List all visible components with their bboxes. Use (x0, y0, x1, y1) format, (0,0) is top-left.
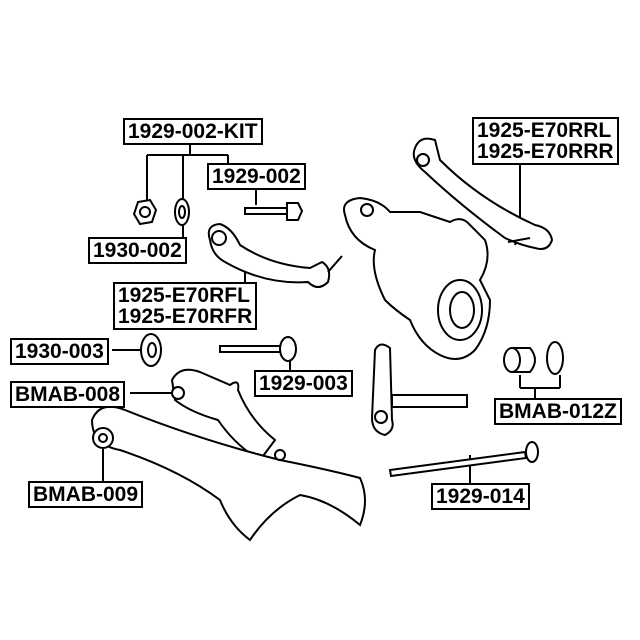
label-bmab-009: BMAB-009 (28, 481, 144, 508)
control-arm-008-part (170, 368, 277, 462)
label-1929-002: 1929-002 (207, 163, 306, 190)
label-1929-014: 1929-014 (431, 483, 530, 510)
label-1930-002: 1930-002 (88, 237, 187, 264)
label-text: 1929-014 (436, 485, 525, 508)
control-arm-009-part (90, 405, 366, 542)
label-1925-e70rrl-rrr: 1925-E70RRL 1925-E70RRR (472, 117, 619, 165)
label-text: 1925-E70RRR (477, 140, 614, 163)
nut-part (132, 198, 158, 226)
wheel-carrier-part (343, 196, 492, 360)
label-text: 1925-E70RFR (118, 305, 253, 328)
bushing-012z-part (503, 341, 564, 375)
label-text: 1930-003 (15, 340, 104, 363)
bolt-014-part (388, 441, 539, 478)
washer-002-part (174, 198, 190, 226)
front-control-arm-part (207, 222, 343, 288)
label-bmab-012z: BMAB-012Z (494, 398, 622, 425)
rear-control-arm-part (412, 137, 554, 250)
label-text: 1930-002 (93, 239, 182, 262)
bolt-002-part (244, 202, 304, 221)
label-text: BMAB-009 (33, 483, 139, 506)
label-1925-e70rfl-rfr: 1925-E70RFL 1925-E70RFR (113, 282, 258, 330)
label-text: 1929-002 (212, 165, 301, 188)
label-text: 1929-003 (259, 372, 348, 395)
washer-003-part (140, 333, 162, 367)
label-text: 1929-002-KIT (128, 120, 258, 143)
label-bmab-008: BMAB-008 (10, 381, 126, 408)
label-text: 1925-E70RFL (118, 284, 250, 307)
label-1930-003: 1930-003 (10, 338, 109, 365)
label-text: BMAB-008 (15, 383, 121, 406)
label-text: 1925-E70RRL (477, 119, 612, 142)
bolt-003-part (219, 336, 297, 362)
label-1929-003: 1929-003 (254, 370, 353, 397)
label-1929-002-kit: 1929-002-KIT (123, 118, 263, 145)
toe-link-part (370, 343, 468, 437)
label-text: BMAB-012Z (499, 400, 617, 423)
